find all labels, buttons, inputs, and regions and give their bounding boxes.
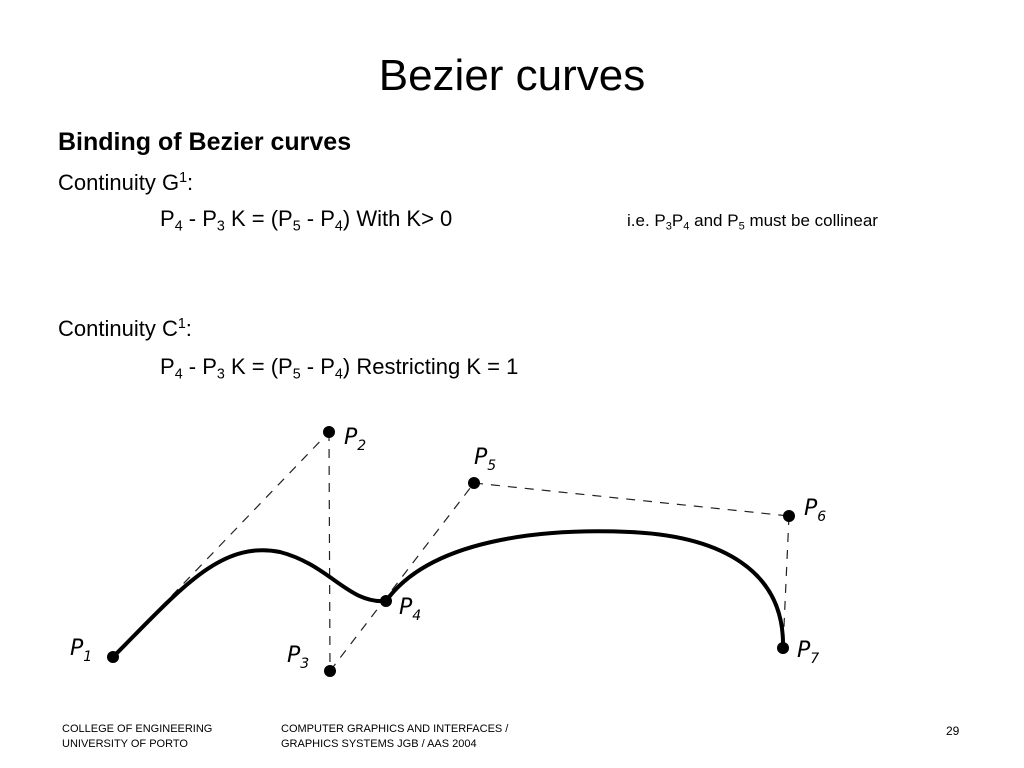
page-number: 29 xyxy=(946,724,960,738)
control-polygon xyxy=(112,431,790,672)
footer-course-line2: GRAPHICS SYSTEMS JGB / AAS 2004 xyxy=(281,738,477,750)
control-point-p1 xyxy=(107,651,119,663)
collinear-note: i.e. P3P4 and P5 must be collinear xyxy=(627,211,878,233)
label-p7: P7 xyxy=(797,638,819,667)
c1-condition: Restricting K = 1 xyxy=(350,354,519,379)
footer-course-line1: COMPUTER GRAPHICS AND INTERFACES / xyxy=(281,723,509,735)
footer-course: COMPUTER GRAPHICS AND INTERFACES / GRAPH… xyxy=(281,722,508,752)
control-point-p2 xyxy=(323,426,335,438)
control-point-p4 xyxy=(380,595,392,607)
label-p5: P5 xyxy=(474,445,496,474)
control-edge-p3-p5 xyxy=(329,482,475,672)
control-edge-p2-p3 xyxy=(328,431,331,672)
g1-text: Continuity G xyxy=(58,170,180,195)
control-edge-p6-p7 xyxy=(782,515,790,649)
continuity-g1-label: Continuity G1: xyxy=(58,170,193,196)
c1-superscript: 1 xyxy=(177,316,186,333)
g1-superscript: 1 xyxy=(179,170,188,187)
control-point-p3 xyxy=(324,665,336,677)
bezier-curve-second xyxy=(384,529,786,649)
g1-colon: : xyxy=(187,170,194,195)
slide-title: Bezier curves xyxy=(378,51,646,100)
g1-condition: With K> 0 xyxy=(350,206,453,231)
footer-institution: COLLEGE OF ENGINEERING UNIVERSITY OF POR… xyxy=(62,722,212,752)
c1-colon: : xyxy=(185,316,192,341)
footer-institution-line2: UNIVERSITY OF PORTO xyxy=(62,738,188,750)
label-p4: P4 xyxy=(399,595,421,624)
bezier-curve-first xyxy=(111,548,387,659)
control-points xyxy=(107,426,795,677)
c1-text: Continuity C xyxy=(58,316,178,341)
label-p6: P6 xyxy=(804,496,826,525)
control-point-p6 xyxy=(783,510,795,522)
control-point-p7 xyxy=(777,642,789,654)
footer-institution-line1: COLLEGE OF ENGINEERING xyxy=(62,723,213,735)
section-heading: Binding of Bezier curves xyxy=(58,128,352,156)
control-edge-p5-p6 xyxy=(473,482,790,517)
continuity-c1-label: Continuity C1: xyxy=(58,316,192,342)
label-p3: P3 xyxy=(287,643,309,672)
control-point-p5 xyxy=(468,477,480,489)
c1-equation: P4 - P3 K = (P5 - P4) Restricting K = 1 xyxy=(160,354,519,383)
label-p1: P1 xyxy=(70,636,92,665)
label-p2: P2 xyxy=(344,425,366,454)
g1-equation: P4 - P3 K = (P5 - P4) With K> 0 xyxy=(160,206,453,235)
